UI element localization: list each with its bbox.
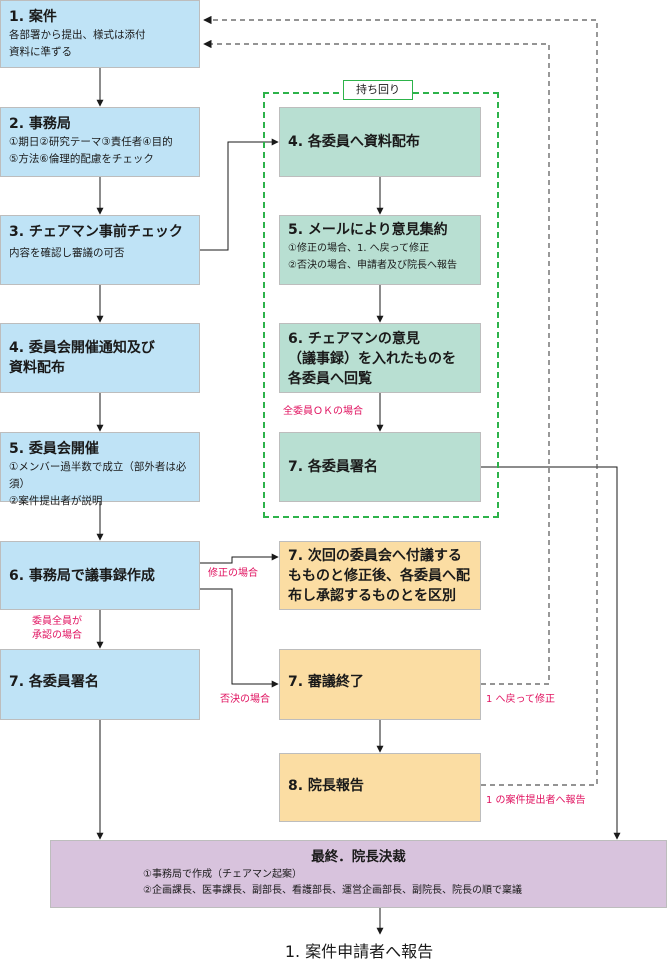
note-revision: 修正の場合	[208, 568, 258, 579]
step-6-title: 6. 事務局で議事録作成	[9, 568, 155, 584]
final-item-1: ①事務局で作成（チェアマン起案）	[143, 869, 302, 880]
step-7-defer-or-revise: 7. 次回の委員会へ付議する もものと修正後、各委員へ配 布し承認するものとを区…	[279, 541, 481, 610]
note-all-ok: 全委員ＯＫの場合	[283, 406, 363, 417]
step-2-desc: ①期日②研究テーマ③責任者④目的 ⑤方法⑥倫理的配慮をチェック	[9, 136, 173, 165]
step-7-deliberation-end: 7. 審議終了	[279, 649, 481, 720]
arrow-3-to-m4	[200, 138, 279, 251]
step-1-case: 1. 案件 各部署から提出、様式は添付 資料に準ずる	[0, 0, 200, 68]
final-title: 最終．院長決裁	[311, 849, 406, 865]
dashed-return-to-1-bottom	[203, 39, 550, 685]
step-8-director-report: 8. 院長報告	[279, 753, 481, 822]
step-5-title: 5. 委員会開催	[9, 441, 99, 457]
step-8-title: 8. 院長報告	[288, 778, 364, 794]
final-report-to-applicant: 1. 案件申請者へ報告	[284, 942, 434, 961]
step-1-desc: 各部署から提出、様式は添付 資料に準ずる	[9, 29, 146, 58]
note-rejection: 否決の場合	[220, 694, 270, 705]
arrow-m7-to-final	[481, 466, 621, 840]
step-3-chairman-check: 3. チェアマン事前チェック 内容を確認し審議の可否	[0, 215, 200, 285]
mochi-step-5: 5. メールにより意見集約 ①修正の場合、1. へ戻って修正 ②否決の場合、申請…	[279, 215, 481, 285]
mochi-step-7: 7. 各委員署名	[279, 432, 481, 502]
step-7-signatures: 7. 各委員署名	[0, 649, 200, 720]
step-3-desc: 内容を確認し審議の可否	[9, 247, 125, 259]
final-item-2: ②企画課長、医事課長、副部長、看護部長、運営企画部長、副院長、院長の順で稟議	[143, 885, 522, 896]
step-6-minutes: 6. 事務局で議事録作成	[0, 541, 200, 610]
step-7-title: 7. 各委員署名	[9, 674, 99, 690]
step-3-title: 3. チェアマン事前チェック	[9, 224, 183, 240]
mochi-step-6-title: 6. チェアマンの意見 （議事録）を入れたものを 各委員へ回覧	[288, 331, 456, 387]
step-2-secretariat: 2. 事務局 ①期日②研究テーマ③責任者④目的 ⑤方法⑥倫理的配慮をチェック	[0, 107, 200, 177]
final-director-approval: 最終．院長決裁 ①事務局で作成（チェアマン起案） ②企画課長、医事課長、副部長、…	[50, 840, 667, 908]
step-4-title: 4. 委員会開催通知及び 資料配布	[9, 340, 155, 376]
arrow-6-to-end	[200, 588, 279, 688]
mochi-step-4: 4. 各委員へ資料配布	[279, 107, 481, 177]
step-4-notice: 4. 委員会開催通知及び 資料配布	[0, 323, 200, 393]
note-report-to-submitter: 1 の案件提出者へ報告	[486, 795, 586, 806]
mochi-step-5-title: 5. メールにより意見集約	[288, 222, 448, 238]
mochi-step-5-desc: ①修正の場合、1. へ戻って修正 ②否決の場合、申請者及び院長へ報告	[288, 243, 457, 271]
step-1-title: 1. 案件	[9, 9, 57, 25]
step-5-desc: ①メンバー過半数で成立（部外者は必須） ②案件提出者が説明	[9, 461, 187, 507]
arrow-6-to-revision	[200, 553, 279, 564]
step-5-meeting: 5. 委員会開催 ①メンバー過半数で成立（部外者は必須） ②案件提出者が説明	[0, 432, 200, 507]
mochi-step-6: 6. チェアマンの意見 （議事録）を入れたものを 各委員へ回覧	[279, 323, 481, 393]
mochi-step-7-title: 7. 各委員署名	[288, 459, 378, 475]
step-2-title: 2. 事務局	[9, 116, 71, 132]
note-all-approve: 委員全員が 承認の場合	[32, 616, 82, 641]
mochi-step-4-title: 4. 各委員へ資料配布	[288, 134, 420, 150]
step-7-defer-title: 7. 次回の委員会へ付議する もものと修正後、各委員へ配 布し承認するものとを区…	[288, 548, 470, 604]
dashed-return-to-1-top	[203, 15, 598, 786]
step-7-end-title: 7. 審議終了	[288, 674, 364, 690]
mochimawari-label: 持ち回り	[343, 80, 413, 100]
note-back-to-1: 1 へ戻って修正	[486, 694, 556, 705]
